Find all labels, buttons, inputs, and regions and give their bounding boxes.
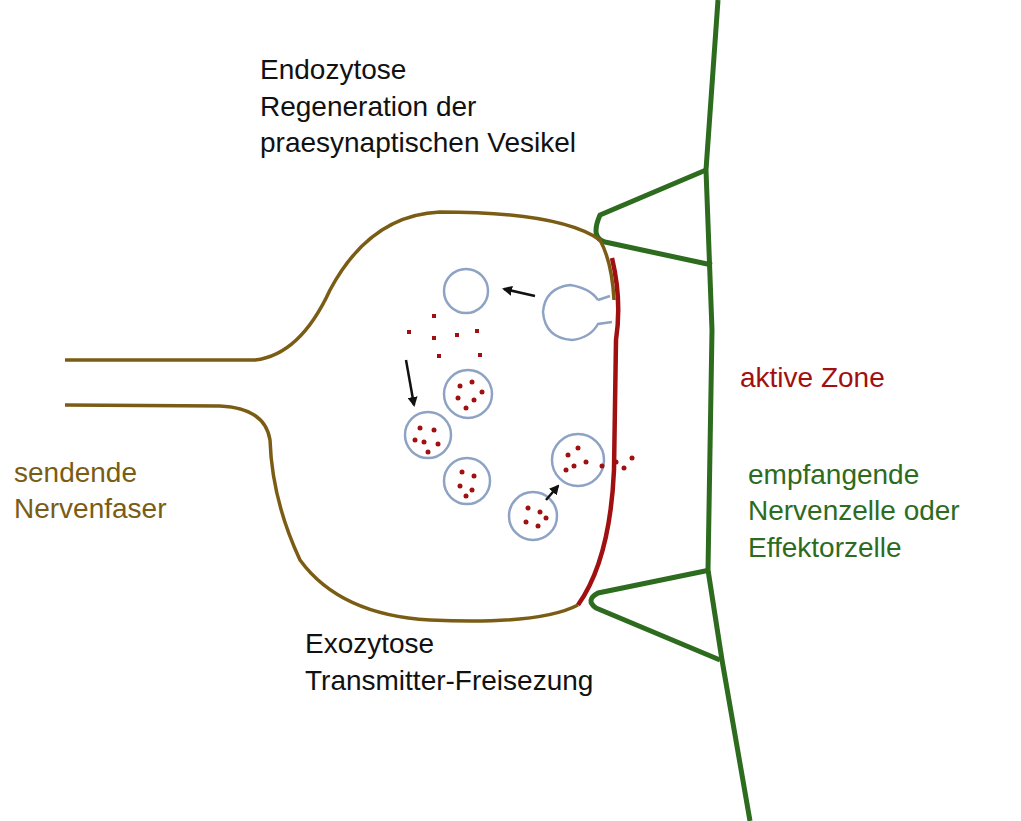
vesicles <box>405 269 612 540</box>
process-label: Exozytose <box>305 626 665 662</box>
process-arrows <box>406 289 558 500</box>
cell-label: sendende Nervenfaser <box>14 455 214 528</box>
process-label: Transmitter-Freisezung <box>305 663 705 699</box>
transmitter-molecules <box>407 314 635 529</box>
process-label: Endozytose <box>260 52 680 88</box>
region-label: aktive Zone <box>740 360 1000 396</box>
process-label: Regeneration der praesynaptischen Vesike… <box>260 89 680 162</box>
presynaptic-membrane <box>65 212 614 360</box>
cell-label: empfangende Nervenzelle oder Effektorzel… <box>748 457 1016 566</box>
